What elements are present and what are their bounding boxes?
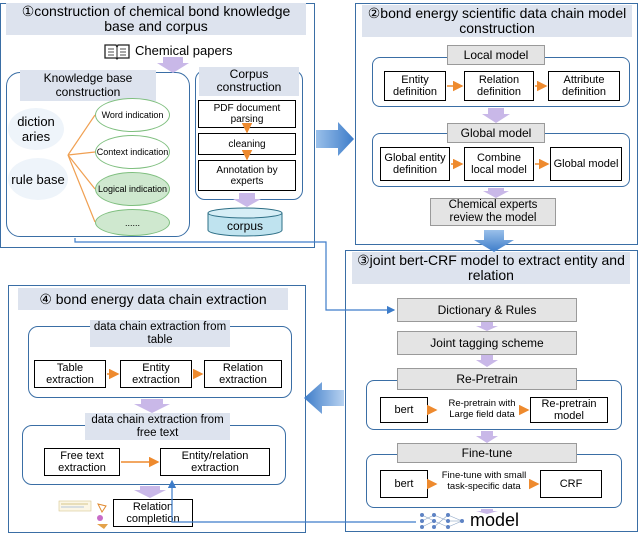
thumbnail-molecule-icon (94, 500, 112, 530)
entity-extraction-box: Entity extraction (120, 360, 192, 388)
experts-review-box: Chemical experts review the model (430, 198, 556, 226)
attribute-definition-box: Attribute definition (548, 71, 620, 101)
panel1-title: ①construction of chemical bond knowledge… (6, 3, 306, 35)
relation-definition-box: Relation definition (464, 71, 534, 101)
kb-title: Knowledge base construction (20, 70, 156, 101)
thumbnail-chart-icon (58, 500, 92, 512)
crf-box: CRF (540, 470, 602, 498)
global-model-label: Global model (447, 123, 545, 143)
relation-extraction-box: Relation extraction (204, 360, 282, 388)
re-pretrain-label: Re-Pretrain (397, 368, 577, 390)
arrow-p1-p2 (316, 122, 354, 156)
free-text-extraction-box: Free text extraction (44, 448, 120, 476)
chemical-papers-label: Chemical papers (135, 43, 233, 58)
panel4-title: ④ bond energy data chain extraction (18, 288, 288, 310)
re-pretrain-text: Re-pretrain with Large field data (448, 398, 516, 420)
model-label: model (470, 510, 520, 530)
ellipsis-oval: ...... (95, 209, 170, 236)
logical-indication-oval: Logical indication (95, 172, 170, 206)
word-indication-oval: Word indication (95, 98, 170, 132)
dictionary-rules-box: Dictionary & Rules (397, 298, 577, 322)
panel3-title: ③joint bert-CRF model to extract entity … (352, 252, 630, 284)
entity-definition-box: Entity definition (384, 71, 446, 101)
re-pretrain-model-box: Re-pretrain model (530, 397, 608, 423)
fine-tune-text: Fine-tune with small task-specific data (441, 470, 527, 492)
entity-relation-extraction-box: Entity/relation extraction (160, 448, 270, 476)
corpus-cylinder (207, 207, 283, 237)
from-text-title: data chain extraction from free text (85, 413, 230, 440)
combine-local-model-box: Combine local model (464, 147, 534, 181)
arrow-p2-p3 (474, 230, 514, 252)
dictionaries-oval: diction aries (8, 108, 64, 150)
panel2-title: ②bond energy scientific data chain model… (362, 5, 632, 37)
rule-base-oval: rule base (8, 158, 68, 200)
bert-box-1: bert (380, 397, 428, 423)
bert-box-2: bert (380, 470, 428, 498)
local-model-label: Local model (447, 45, 545, 65)
from-table-title: data chain extraction from table (90, 320, 230, 347)
corpus-title: Corpus construction (199, 67, 299, 96)
arrow-p3-p4 (304, 382, 344, 414)
book-icon (103, 42, 131, 60)
table-extraction-box: Table extraction (34, 360, 106, 388)
annotation-box: Annotation by experts (198, 160, 296, 191)
global-model-box: Global model (550, 147, 622, 181)
fine-tune-label: Fine-tune (397, 443, 577, 463)
global-entity-definition-box: Global entity definition (380, 147, 450, 181)
papers-down-arrow (157, 57, 189, 73)
corpus-label: corpus (226, 219, 264, 233)
network-graph-icon (418, 511, 466, 531)
joint-tagging-box: Joint tagging scheme (397, 331, 577, 355)
context-indication-oval: Context indication (95, 135, 170, 169)
